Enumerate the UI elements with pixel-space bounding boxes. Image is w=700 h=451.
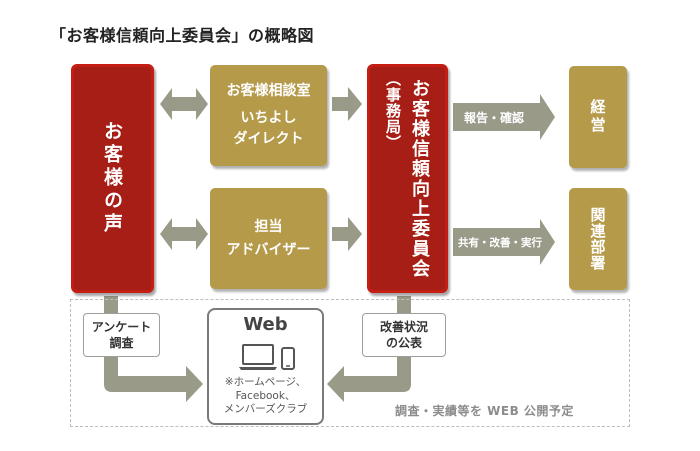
arrow-committee-to-management — [453, 94, 555, 140]
arrow-voice-to-web — [104, 296, 203, 402]
committee-label: お客様信頼向上委員会 — [409, 78, 430, 279]
advisor-line2: アドバイザー — [226, 241, 311, 258]
double-arrow-bottom — [160, 218, 208, 250]
departments-box: 関連部署 — [569, 188, 627, 290]
improvement-line2: の公表 — [385, 336, 422, 350]
consultation-line2: いちよし — [240, 110, 297, 126]
consultation-office-box: お客様相談室 いちよし ダイレクト — [210, 65, 327, 166]
web-line2: Facebook、 — [235, 389, 296, 402]
web-title: Web — [243, 314, 288, 335]
survey-label: アンケート 調査 — [83, 313, 160, 357]
advisor-line1: 担当 — [254, 219, 283, 236]
management-box: 経営 — [569, 66, 627, 168]
arrow-committee-to-departments — [453, 219, 555, 265]
web-line3: メンバーズクラブ — [223, 403, 308, 416]
web-line1: ※ホームページ、 — [224, 376, 307, 388]
committee-sub-label: （事務局） — [384, 71, 402, 151]
web-publication-panel — [70, 299, 630, 427]
laptop-phone-icon — [239, 344, 295, 370]
customer-voice-label: お客様の声 — [101, 121, 123, 236]
committee-box: お客様信頼向上委員会 （事務局） — [367, 64, 448, 293]
advisor-box: 担当 アドバイザー — [210, 188, 327, 289]
arrow-consult-to-committee — [332, 87, 362, 121]
survey-line2: 調査 — [109, 336, 134, 350]
web-publication-note: 調査・実績等を WEB 公開予定 — [395, 404, 574, 418]
customer-voice-box: お客様の声 — [71, 64, 154, 293]
consultation-line1: お客様相談室 — [226, 83, 311, 99]
double-arrow-top — [160, 88, 208, 120]
consultation-line3: ダイレクト — [233, 131, 304, 147]
arrow-committee-to-web — [327, 296, 411, 402]
page-title: 「お客様信頼向上委員会」の概略図 — [50, 26, 315, 45]
report-confirm-label: 報告・確認 — [464, 111, 525, 125]
departments-label: 関連部署 — [588, 207, 607, 271]
web-box: Web ※ホームページ、 Facebook、 メンバーズクラブ — [207, 308, 324, 425]
survey-line1: アンケート — [91, 319, 152, 334]
management-label: 経営 — [588, 99, 607, 135]
improvement-status-label: 改善状況 の公表 — [362, 313, 446, 357]
share-improve-label: 共有・改善・実行 — [458, 237, 542, 249]
arrow-advisor-to-committee — [332, 217, 362, 251]
improvement-line1: 改善状況 — [379, 319, 428, 334]
